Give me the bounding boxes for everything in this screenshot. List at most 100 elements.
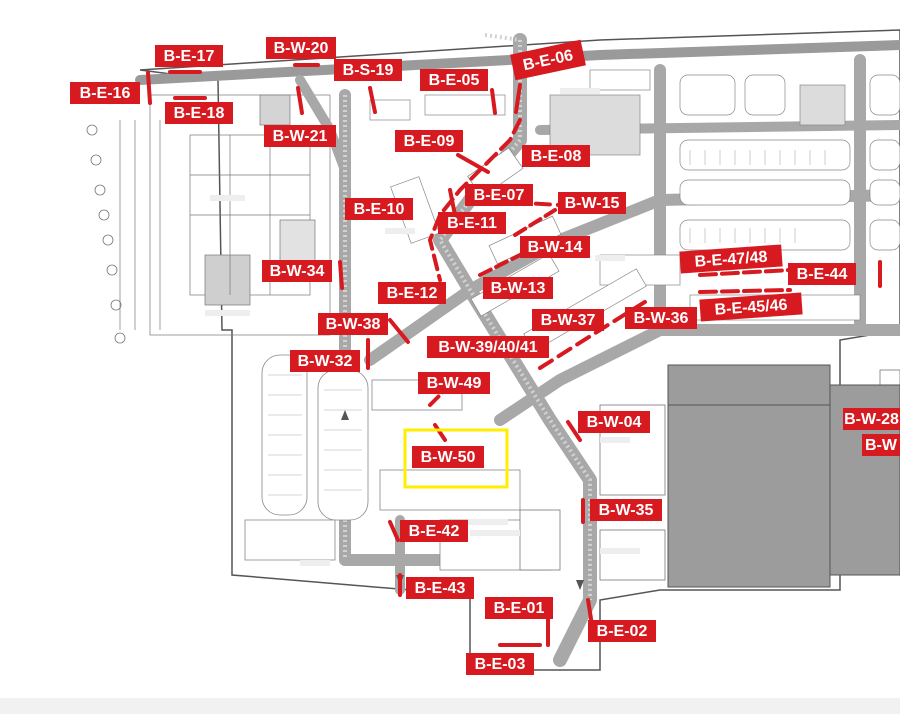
gate-label-text: B-W-39/40/41 [438,339,537,356]
gate-label-be12: B-E-12 [378,282,446,304]
gate-label-text: B-W-32 [298,353,353,370]
gate-label-be05: B-E-05 [420,69,488,91]
gate-label-bg [420,69,488,91]
gate-label-text: B-E-45/46 [714,297,788,319]
gate-label-bg [578,411,650,433]
gate-label-bg [522,145,590,167]
gate-label-text: B-E-07 [474,187,525,204]
gate-label-text: B-E-10 [354,201,405,218]
gate-label-text: B-E-09 [404,133,455,150]
gate-label-be11: B-E-11 [438,212,506,234]
gate-label-bg [588,620,656,642]
parking-left-stalls [268,374,362,496]
gate-label-bw32: B-W-32 [290,350,360,372]
gate-label-bs19: B-S-19 [334,59,402,81]
gate-label-bg [532,309,604,331]
gate-label-bg [679,244,783,274]
gate-label-text: B-E-43 [415,580,466,597]
top-road [135,40,900,85]
gate-label-bw49: B-W-49 [418,372,490,394]
gate-label-text: B-E-17 [164,48,215,65]
gate-label-bw50: B-W-50 [412,446,484,468]
gate-label-bg [418,372,490,394]
gate-label-bw37: B-W-37 [532,309,604,331]
gate-label-bg [843,408,900,430]
gate-label-be17: B-E-17 [155,45,223,67]
gate-label-bg [520,236,590,258]
gate-label-bg [266,37,336,59]
gate-label-bg [378,282,446,304]
gate-label-be43: B-E-43 [406,577,474,599]
gate-label-text: B-E-05 [429,72,480,89]
gate-label-bw394041: B-W-39/40/41 [427,336,549,358]
gate-label-bg [318,313,388,335]
gate-label-text: B-E-47/48 [694,249,768,271]
gate-label-bw28: B-W-28 [843,408,900,430]
gate-label-be07: B-E-07 [465,184,533,206]
gate-label-be09: B-E-09 [395,130,463,152]
gate-label-bg [625,307,697,329]
gate-label-bg [862,434,900,456]
gate-label-bg [412,446,484,468]
gate-label-bw04: B-W-04 [578,411,650,433]
gate-label-bg [438,212,506,234]
gate-label-bw_cut: B-W [862,434,900,456]
gate-label-be16: B-E-16 [70,82,140,104]
road-hatching [343,33,592,600]
gate-label-bw20: B-W-20 [266,37,336,59]
gate-label-bg [262,260,332,282]
gate-label-text: B-E-02 [597,623,648,640]
gate-label-text: B-W [865,437,898,454]
gate-label-bg [485,597,553,619]
gate-label-bg [699,292,803,322]
gate-label-bw35: B-W-35 [590,499,662,521]
plan-notes [205,88,640,566]
gate-label-bg [290,350,360,372]
gate-label-be10: B-E-10 [345,198,413,220]
gate-label-bw15: B-W-15 [558,192,626,214]
gate-label-bg [483,277,553,299]
gate-label-text: B-E-18 [174,105,225,122]
gate-label-text: B-W-50 [421,449,476,466]
gate-label-bg [788,263,856,285]
floor-plan [86,29,900,671]
gate-label-bg [70,82,140,104]
gate-label-bg [400,520,468,542]
highlight-box [403,428,509,489]
gate-label-be18: B-E-18 [165,102,233,124]
gate-label-be42: B-E-42 [400,520,468,542]
gate-label-text: B-W-35 [599,502,654,519]
gate-label-bg [334,59,402,81]
gate-label-bg [558,192,626,214]
gate-label-bg [406,577,474,599]
axis-markers [86,124,126,344]
large-building [667,364,900,588]
gate-label-be03: B-E-03 [466,653,534,675]
bottom-bar [0,698,900,714]
gate-label-text: B-W-36 [634,310,689,327]
gate-label-bg [345,198,413,220]
gate-label-be08: B-E-08 [522,145,590,167]
gate-label-text: B-W-04 [587,414,642,431]
gate-label-be4748: B-E-47/48 [679,244,783,274]
gate-label-text: B-E-01 [494,600,545,617]
gate-label-bg [264,125,336,147]
gate-label-bw38: B-W-38 [318,313,388,335]
gate-label-text: B-W-28 [844,411,899,428]
gate-label-text: B-E-44 [797,266,848,283]
gate-label-text: B-E-03 [475,656,526,673]
gate-label-bw14: B-W-14 [520,236,590,258]
gate-label-bg [465,184,533,206]
gate-label-bg [165,102,233,124]
gate-label-be02: B-E-02 [588,620,656,642]
gate-label-text: B-E-08 [531,148,582,165]
gate-label-bg [155,45,223,67]
gate-label-text: B-W-34 [270,263,325,280]
gate-label-text: B-W-37 [541,312,596,329]
gate-label-text: B-E-16 [80,85,131,102]
gate-label-text: B-W-21 [273,128,328,145]
gate-label-text: B-W-49 [427,375,482,392]
gate-label-text: B-W-38 [326,316,381,333]
